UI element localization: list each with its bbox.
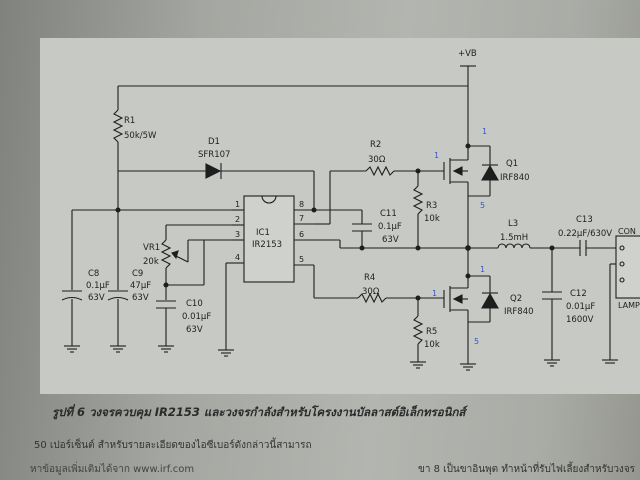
capacitor-c12 bbox=[542, 248, 562, 367]
connector-top-label: CON bbox=[618, 227, 636, 236]
ic-ground bbox=[218, 262, 234, 357]
annotation-4: 1 bbox=[480, 265, 485, 274]
capacitor-c9 bbox=[107, 290, 129, 353]
r2-name: R2 bbox=[370, 140, 381, 150]
mosfet-q1 bbox=[443, 86, 499, 248]
c12-value: 0.01µF bbox=[566, 302, 595, 312]
c9-value: 47µF bbox=[130, 281, 151, 291]
c12-name: C12 bbox=[570, 289, 587, 299]
ic1-name: IC1 bbox=[256, 228, 270, 238]
d1-value: SFR107 bbox=[198, 150, 230, 160]
annotation-6: 5 bbox=[474, 337, 479, 346]
q1-part: IRF840 bbox=[500, 173, 530, 183]
c10-name: C10 bbox=[186, 299, 203, 309]
r5-name: R5 bbox=[426, 327, 437, 337]
vr1-name: VR1 bbox=[143, 243, 160, 253]
r1-name: R1 bbox=[124, 116, 135, 126]
body-text-line-2: หาข้อมูลเพิ่มเติมได้จาก www.irf.com bbox=[30, 464, 195, 475]
annotation-2: 1 bbox=[434, 151, 439, 160]
ic-pin-5: 5 bbox=[299, 255, 304, 264]
r4-value: 30Ω bbox=[362, 287, 380, 297]
boot-net bbox=[311, 170, 372, 248]
r4-name: R4 bbox=[364, 273, 375, 283]
pot-vr1 bbox=[156, 224, 232, 353]
top-rail bbox=[118, 65, 476, 87]
ic-pin-7: 7 bbox=[299, 214, 304, 223]
lamp-connector bbox=[602, 235, 640, 364]
resistor-r4 bbox=[313, 265, 444, 304]
c13-name: C13 bbox=[576, 215, 593, 225]
c8-rating: 63V bbox=[88, 293, 105, 303]
ic-pin-6: 6 bbox=[299, 230, 304, 239]
c10-rating: 63V bbox=[186, 325, 203, 335]
c11-name: C11 bbox=[380, 209, 397, 219]
r5-value: 10k bbox=[424, 340, 440, 350]
ic-pin-1: 1 bbox=[235, 200, 240, 209]
diode-d1 bbox=[118, 163, 315, 210]
ic1-part: IR2153 bbox=[252, 240, 282, 250]
figure-caption: รูปที่ 6 วงจรควบคุม IR2153 และวงจรกำลังส… bbox=[52, 405, 466, 419]
l3-name: L3 bbox=[508, 219, 518, 229]
q2-part: IRF840 bbox=[504, 307, 534, 317]
annotation-1: 1 bbox=[482, 127, 487, 136]
annotation-3: 5 bbox=[480, 201, 485, 210]
ic-pin-3: 3 bbox=[235, 230, 240, 239]
midpoint-net bbox=[314, 239, 498, 251]
supply-label: +VB bbox=[458, 49, 477, 59]
inductor-l3 bbox=[497, 243, 580, 251]
r1-value: 50k/5W bbox=[124, 131, 157, 141]
resistor-r5 bbox=[410, 298, 426, 369]
c11-rating: 63V bbox=[382, 235, 399, 245]
vr1-value: 20k bbox=[143, 257, 159, 267]
r3-name: R3 bbox=[426, 201, 437, 211]
capacitor-c13 bbox=[579, 240, 616, 256]
annotation-5: 1 bbox=[432, 289, 437, 298]
d1-name: D1 bbox=[208, 137, 220, 147]
figure-panel bbox=[40, 38, 640, 394]
capacitor-c8 bbox=[61, 290, 83, 353]
c13-value: 0.22µF/630V bbox=[558, 229, 612, 239]
connector-bottom-label: LAMP bbox=[618, 301, 640, 310]
l3-value: 1.5mH bbox=[500, 233, 528, 243]
body-text-line-3: ขา 8 เป็นขาอินพุต ทำหน้าที่รับไฟเลี้ยงสำ… bbox=[418, 464, 636, 475]
ic1-body bbox=[232, 195, 314, 283]
resistor-r3 bbox=[412, 171, 424, 248]
ic-pin-4: 4 bbox=[235, 253, 240, 262]
ic-pin-2: 2 bbox=[235, 215, 240, 224]
r3-value: 10k bbox=[424, 214, 440, 224]
resistor-r2 bbox=[365, 165, 444, 177]
c9-rating: 63V bbox=[132, 293, 149, 303]
c8-value: 0.1µF bbox=[86, 281, 110, 291]
vcc-bus bbox=[71, 207, 232, 290]
ic-pin-8: 8 bbox=[299, 200, 304, 209]
c12-rating: 1600V bbox=[566, 315, 594, 325]
r2-value: 30Ω bbox=[368, 155, 386, 165]
c11-value: 0.1µF bbox=[378, 222, 402, 232]
c10-value: 0.01µF bbox=[182, 312, 211, 322]
q1-name: Q1 bbox=[506, 159, 518, 169]
c9-name: C9 bbox=[132, 269, 143, 279]
resistor-r1 bbox=[112, 86, 124, 210]
mosfet-q2 bbox=[443, 248, 499, 371]
q2-name: Q2 bbox=[510, 294, 522, 304]
c8-name: C8 bbox=[88, 269, 99, 279]
body-text-line-1: 50 เปอร์เซ็นต์ สำหรับรายละเอียดของไอซีเบ… bbox=[34, 440, 312, 451]
